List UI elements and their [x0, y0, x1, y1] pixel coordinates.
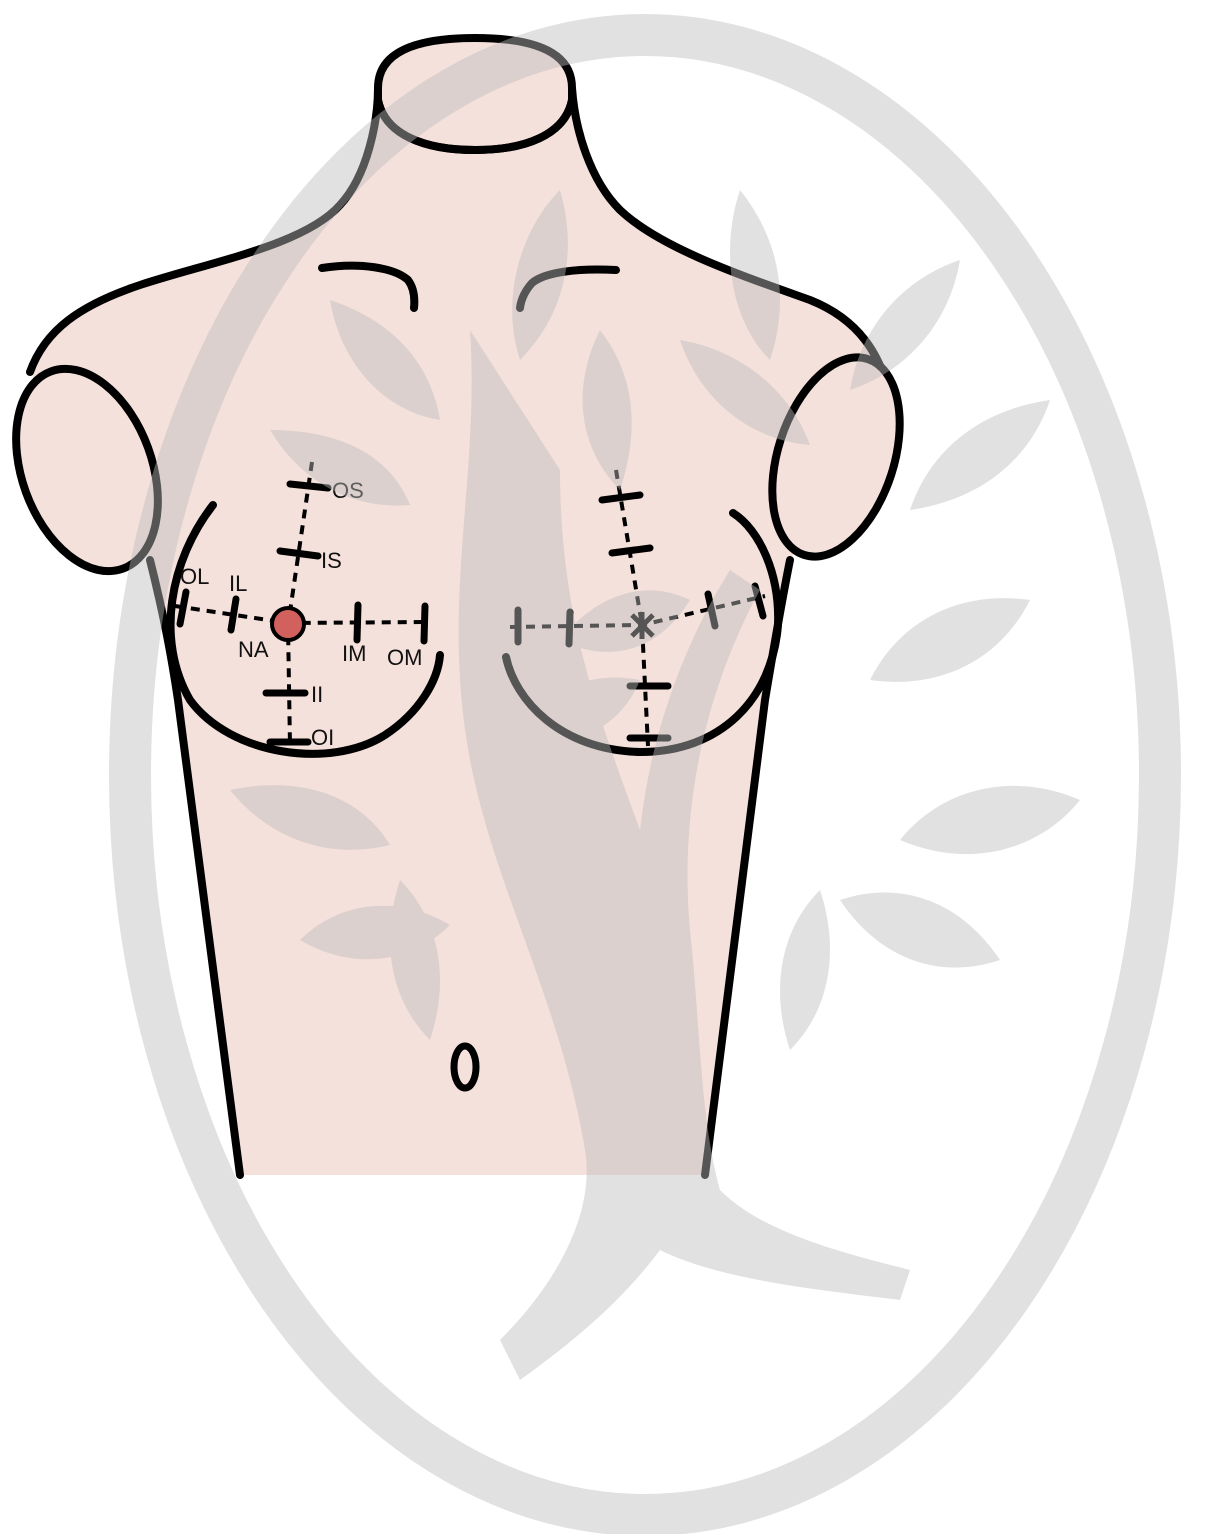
label-ii: II: [311, 682, 323, 707]
watermark-leaf: [910, 400, 1050, 510]
nipple-marker-icon: [272, 608, 304, 640]
watermark-leaf: [840, 893, 1000, 968]
label-ol: OL: [180, 564, 209, 589]
tick-os: [290, 484, 328, 488]
watermark-leaf: [870, 598, 1030, 682]
label-na: NA: [238, 637, 269, 662]
tick-om: [424, 606, 425, 641]
label-il: IL: [229, 571, 247, 596]
watermark-leaf: [850, 260, 960, 390]
watermark-leaf: [780, 890, 830, 1050]
right-tick-os: [602, 495, 640, 500]
label-om: OM: [387, 645, 422, 670]
tick-il: [231, 599, 236, 630]
label-im: IM: [342, 641, 366, 666]
right-tick-is: [612, 548, 650, 553]
tick-im: [357, 605, 358, 640]
watermark-leaf: [900, 786, 1080, 854]
tick-is: [280, 551, 318, 556]
label-is: IS: [321, 548, 342, 573]
label-oi: OI: [311, 725, 334, 750]
